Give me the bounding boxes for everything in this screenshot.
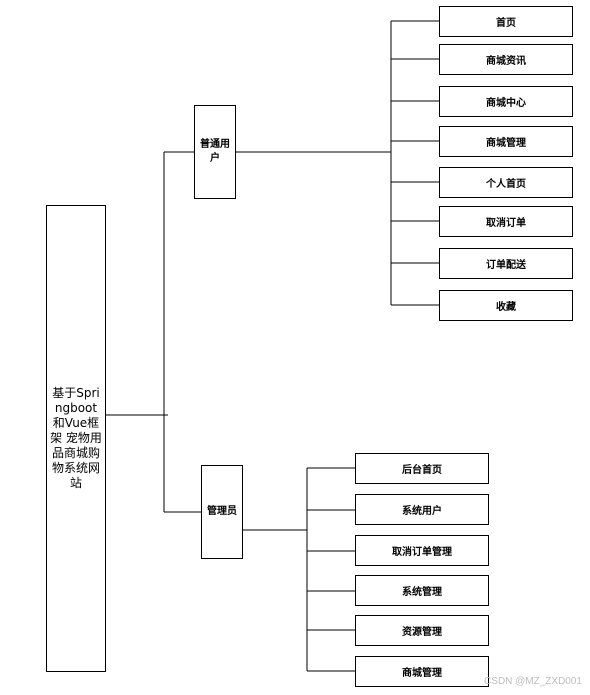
admin-item-node: 取消订单管理 bbox=[355, 535, 489, 566]
item-label: 资源管理 bbox=[402, 627, 442, 638]
item-label: 首页 bbox=[496, 18, 516, 29]
user-item-node: 商城管理 bbox=[439, 126, 573, 157]
item-label: 取消订单 bbox=[486, 218, 526, 229]
user-item-node: 首页 bbox=[439, 6, 573, 37]
admin-item-node: 商城管理 bbox=[355, 656, 489, 687]
admin-item-node: 系统用户 bbox=[355, 494, 489, 525]
item-label: 商城资讯 bbox=[486, 56, 526, 67]
item-label: 后台首页 bbox=[402, 465, 442, 476]
group-label: 普通用户 bbox=[200, 139, 230, 164]
root-label: 基于Springboot和Vue框架 宠物用品商城购物系统网站 bbox=[50, 386, 102, 490]
user-item-node: 取消订单 bbox=[439, 206, 573, 237]
item-label: 商城中心 bbox=[486, 98, 526, 109]
item-label: 系统管理 bbox=[402, 587, 442, 598]
admin-item-node: 后台首页 bbox=[355, 453, 489, 484]
item-label: 系统用户 bbox=[402, 506, 442, 517]
user-item-node: 商城中心 bbox=[439, 86, 573, 117]
admin-item-node: 资源管理 bbox=[355, 615, 489, 646]
item-label: 商城管理 bbox=[486, 138, 526, 149]
group-label: 管理员 bbox=[207, 506, 237, 517]
item-label: 个人首页 bbox=[486, 179, 526, 190]
admin-item-node: 系统管理 bbox=[355, 575, 489, 606]
user-item-node: 商城资讯 bbox=[439, 44, 573, 75]
user-item-node: 收藏 bbox=[439, 290, 573, 321]
item-label: 取消订单管理 bbox=[392, 547, 452, 558]
group-node-regular-user: 普通用户 bbox=[194, 105, 236, 199]
watermark-text: CSDN @MZ_ZXD001 bbox=[484, 676, 582, 687]
item-label: 订单配送 bbox=[486, 260, 526, 271]
user-item-node: 个人首页 bbox=[439, 167, 573, 198]
item-label: 商城管理 bbox=[402, 668, 442, 679]
root-node: 基于Springboot和Vue框架 宠物用品商城购物系统网站 bbox=[46, 205, 106, 672]
user-item-node: 订单配送 bbox=[439, 248, 573, 279]
group-node-admin: 管理员 bbox=[201, 465, 243, 559]
item-label: 收藏 bbox=[496, 302, 516, 313]
